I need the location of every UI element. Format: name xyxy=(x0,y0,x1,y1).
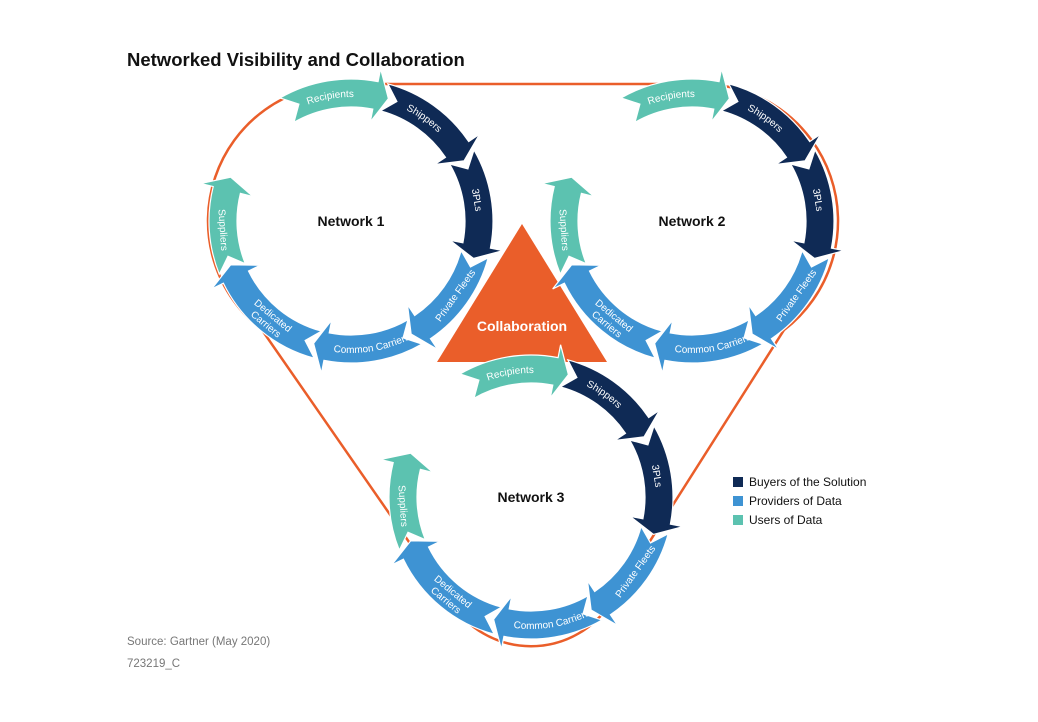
segment-common-carriers xyxy=(653,318,765,374)
network-label: Network 3 xyxy=(498,489,565,505)
segment-private-fleets xyxy=(586,524,670,627)
segment-label: 3PLs xyxy=(469,188,484,212)
segment-3pls xyxy=(448,148,504,260)
network-label: Network 2 xyxy=(659,213,726,229)
legend-swatch-providers xyxy=(733,495,743,506)
segment-suppliers xyxy=(200,176,254,276)
collaboration-label: Collaboration xyxy=(477,318,567,334)
collaboration-frame xyxy=(206,82,840,648)
legend-item-providers: Providers of Data xyxy=(733,491,866,510)
segment-3pls xyxy=(628,424,684,536)
diagram-title: Networked Visibility and Collaboration xyxy=(127,49,465,70)
segment-recipients xyxy=(458,344,570,400)
legend-item-users: Users of Data xyxy=(733,510,866,529)
segment-suppliers xyxy=(380,452,434,552)
legend-item-buyers: Buyers of the Solution xyxy=(733,472,866,491)
segment-dedicated-carriers xyxy=(552,264,665,360)
legend-label-buyers: Buyers of the Solution xyxy=(749,474,867,489)
segment-dedicated-carriers xyxy=(391,540,504,636)
legend-label-providers: Providers of Data xyxy=(749,493,842,508)
segment-dedicated-carriers xyxy=(211,264,324,360)
figure-id: 723219_C xyxy=(127,658,181,670)
segment-shippers xyxy=(558,358,661,442)
collaboration-triangle xyxy=(437,224,607,362)
segment-label: Suppliers xyxy=(556,209,570,251)
segment-shippers xyxy=(378,82,481,166)
source-note: Source: Gartner (May 2020) xyxy=(127,636,271,648)
segment-private-fleets xyxy=(406,248,490,351)
segment-private-fleets xyxy=(747,248,831,351)
legend: Buyers of the Solution Providers of Data… xyxy=(733,472,866,529)
segment-3pls xyxy=(789,148,845,260)
segment-recipients xyxy=(619,68,731,124)
legend-swatch-users xyxy=(733,514,743,525)
segment-label: 3PLs xyxy=(649,464,664,488)
segment-label: Suppliers xyxy=(395,485,409,527)
legend-label-users: Users of Data xyxy=(749,512,823,527)
segment-recipients xyxy=(278,68,390,124)
segment-common-carriers xyxy=(312,318,424,374)
legend-swatch-buyers xyxy=(733,476,743,487)
segment-label: Suppliers xyxy=(215,209,229,251)
segment-shippers xyxy=(719,82,822,166)
segment-suppliers xyxy=(541,176,595,276)
segment-label: 3PLs xyxy=(810,188,825,212)
network-label: Network 1 xyxy=(318,213,385,229)
segment-common-carriers xyxy=(492,594,604,650)
